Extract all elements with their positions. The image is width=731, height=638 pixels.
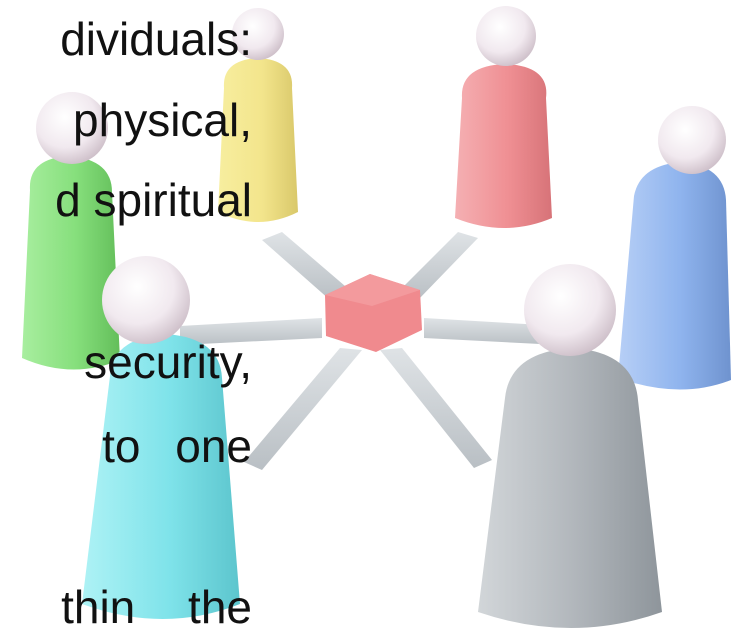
red-person — [455, 6, 552, 228]
green-person — [22, 92, 120, 370]
network-hub — [325, 274, 422, 352]
spoke-lower-right — [380, 348, 492, 468]
cyan-person-head — [102, 256, 190, 344]
gray-person-head — [524, 264, 616, 356]
green-person-head — [36, 92, 108, 164]
yellow-person — [218, 8, 298, 222]
spoke-left — [180, 318, 322, 345]
spoke-upper-left — [262, 232, 352, 300]
blue-person-head — [658, 106, 726, 174]
spoke-lower-left — [244, 348, 362, 470]
spoke-upper-right — [398, 232, 478, 300]
network-spokes — [180, 232, 560, 470]
yellow-person-head — [232, 8, 284, 60]
gray-person — [478, 264, 662, 628]
red-person-head — [476, 6, 536, 66]
spoke-right — [424, 318, 560, 345]
cyan-person — [82, 256, 240, 619]
blue-person — [618, 106, 731, 390]
